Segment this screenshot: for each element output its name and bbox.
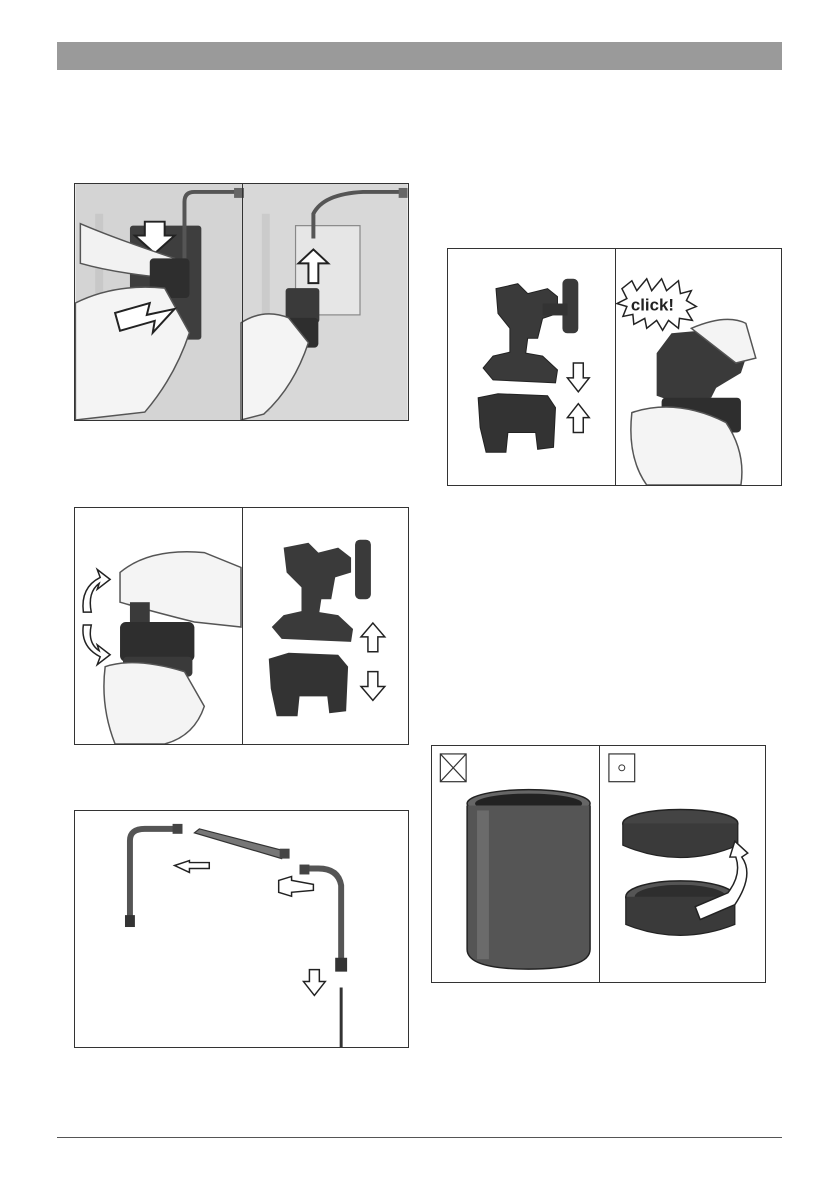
figure-dismantle-valve xyxy=(74,507,409,745)
footer-rule xyxy=(57,1137,782,1138)
panel-divider xyxy=(615,249,616,485)
panel-divider xyxy=(242,508,243,744)
panel-divider xyxy=(242,184,243,420)
figure-pipe-assembly xyxy=(74,810,409,1048)
no-dishwasher-icon xyxy=(440,754,466,782)
pipe-assembly-illustration xyxy=(75,811,408,1047)
click-label: click! xyxy=(631,295,674,314)
figure-milk-container xyxy=(431,745,766,983)
figure-remove-valve xyxy=(74,183,409,421)
header-bar xyxy=(57,42,782,70)
figure-reassemble-valve: click! xyxy=(447,248,782,486)
dishwasher-safe-icon xyxy=(609,754,635,782)
panel-divider xyxy=(599,746,600,982)
